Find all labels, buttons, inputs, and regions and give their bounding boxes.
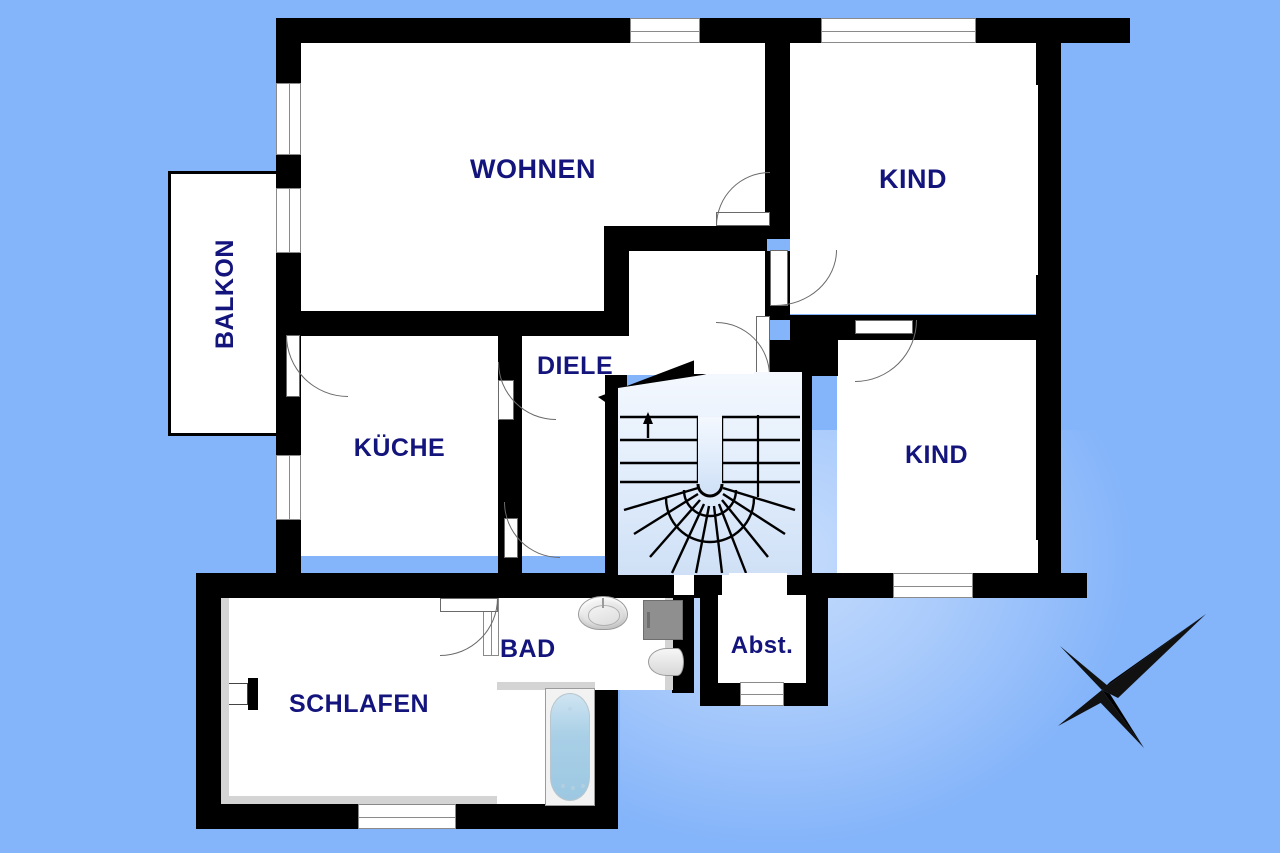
window-wohnen-north	[630, 18, 700, 43]
window-kind-top-north	[821, 18, 976, 43]
door-kueche-diele-lower[interactable]	[504, 502, 560, 574]
staircase	[618, 372, 802, 575]
room-label-kueche: KÜCHE	[353, 434, 446, 462]
wall-wohnen-bottom	[301, 311, 628, 336]
window-kueche-west	[276, 455, 301, 520]
door-schlafen-bad[interactable]	[440, 598, 498, 656]
wall-outer-right-upper	[1036, 18, 1061, 574]
room-label-bad: BAD	[500, 635, 556, 663]
wall-outer-top	[276, 18, 1130, 43]
cabinet-fixture	[643, 600, 683, 640]
room-fill-wohnen	[301, 43, 765, 231]
void-square-1	[674, 573, 694, 595]
window-schlafen-south	[358, 804, 456, 829]
wall-lining-bad-right	[665, 598, 673, 690]
compass-rose	[1058, 614, 1206, 748]
room-balkon	[168, 171, 282, 436]
wall-lining-schlafen-left	[221, 598, 229, 804]
wall-lining-bad-bottom	[497, 682, 595, 690]
room-label-kind-bottom: KIND	[904, 441, 969, 469]
wall-lining-schlafen-bottom	[221, 796, 497, 804]
room-label-kind-top: KIND	[879, 164, 947, 194]
window-abst-south	[740, 682, 784, 706]
wall-outer-left-lower	[196, 573, 221, 829]
door-kueche-diele-upper[interactable]	[498, 362, 556, 438]
door-diele-kind-bottom[interactable]	[855, 320, 917, 382]
window-wohnen-west-lower	[276, 188, 301, 253]
wall-abst-left	[700, 573, 722, 706]
bathtub-frame	[545, 688, 595, 806]
wall-abst-right	[804, 573, 828, 706]
room-label-wohnen: WOHNEN	[470, 154, 596, 184]
door-wohnen-diele[interactable]	[716, 172, 770, 226]
stair-opening-south	[729, 573, 787, 595]
wall-wohnen-step-h	[604, 226, 767, 251]
room-label-abst: Abst.	[730, 632, 794, 659]
door-kueche-balcony[interactable]	[286, 335, 348, 397]
wall-niche-frame	[248, 678, 258, 710]
stair-direction-arrow	[643, 412, 653, 438]
wall-lining-kindbot-right	[1028, 340, 1036, 573]
window-wohnen-west-upper	[276, 83, 301, 155]
room-fill-wohnen-lower	[301, 231, 604, 315]
stair-opening-north	[694, 352, 754, 374]
door-diele-kind-top[interactable]	[770, 250, 837, 306]
room-label-balkon: BALKON	[211, 239, 239, 349]
wall-diele-kind-link	[790, 340, 838, 376]
room-fill-abst	[718, 595, 806, 683]
window-kind-bottom-south	[893, 573, 973, 598]
washbasin-fixture	[578, 596, 628, 630]
toilet-fixture	[648, 648, 684, 676]
room-label-schlafen: SCHLAFEN	[288, 690, 430, 718]
door-diele-stairhall[interactable]	[716, 316, 770, 376]
wall-hall-small-stub	[498, 335, 522, 359]
room-fill-kind-top-corner	[1020, 85, 1038, 275]
room-fill-diele-upper	[627, 250, 765, 320]
